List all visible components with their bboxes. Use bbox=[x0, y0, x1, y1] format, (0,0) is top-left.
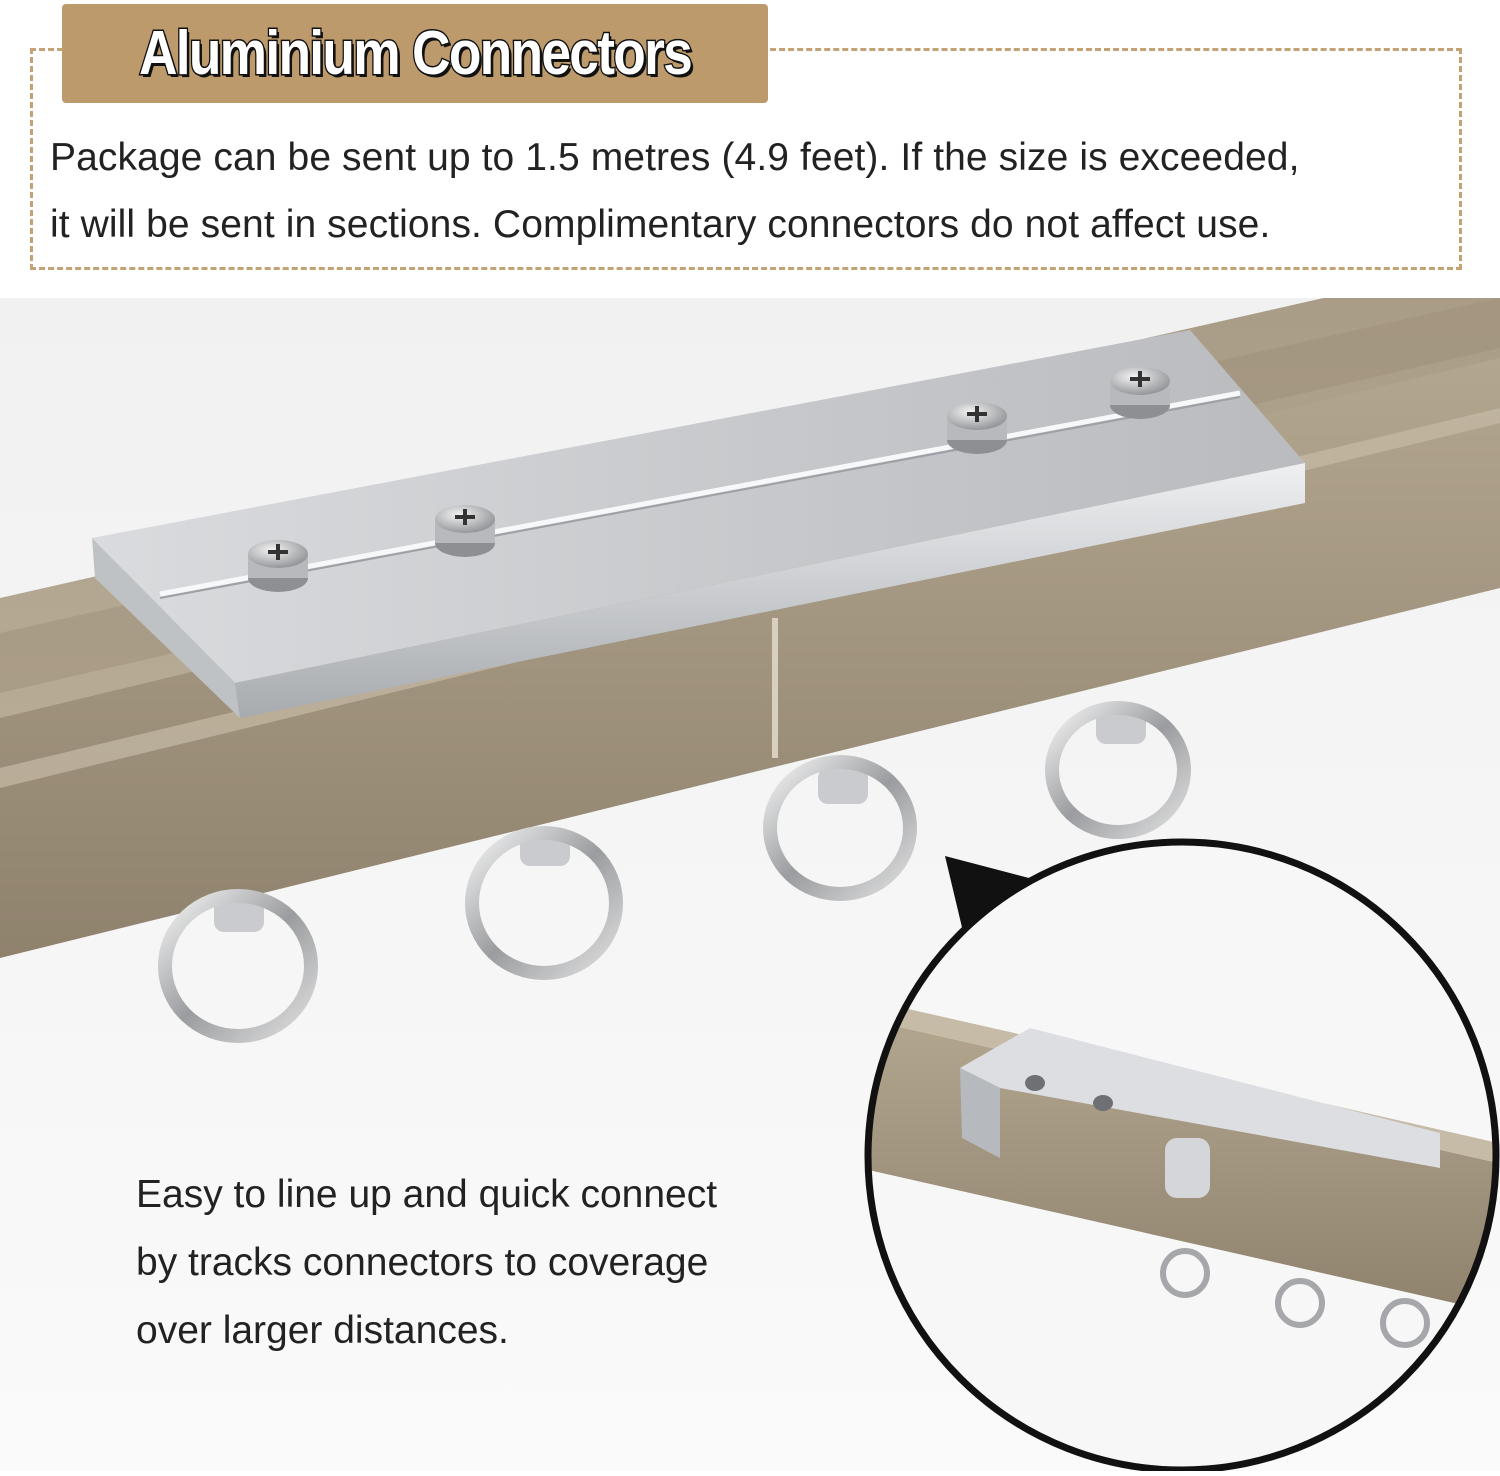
title-tab: Aluminium Connectors bbox=[62, 4, 768, 103]
hook-ring bbox=[465, 826, 623, 980]
screw bbox=[947, 402, 1007, 454]
page-title: Aluminium Connectors bbox=[138, 18, 694, 90]
caption-line-3: over larger distances. bbox=[136, 1309, 509, 1352]
hook-ring bbox=[763, 755, 917, 901]
screw bbox=[1110, 367, 1170, 419]
hook-ring bbox=[1045, 701, 1191, 839]
curtain-track-illustration bbox=[0, 258, 1500, 1474]
hook-ring bbox=[158, 889, 318, 1043]
detail-hook-ring bbox=[1160, 1248, 1210, 1298]
screw bbox=[435, 505, 495, 557]
detail-hook-ring bbox=[1380, 1298, 1430, 1348]
screw bbox=[248, 540, 308, 592]
description-line-1: Package can be sent up to 1.5 metres (4.… bbox=[50, 136, 1300, 179]
product-photo bbox=[0, 258, 1500, 1474]
caption-line-1: Easy to line up and quick connect bbox=[136, 1173, 718, 1216]
detail-zoom-circle bbox=[864, 838, 1500, 1474]
detail-connector bbox=[960, 1028, 1440, 1168]
description-line-2: it will be sent in sections. Complimenta… bbox=[50, 203, 1271, 246]
detail-hook-ring bbox=[1275, 1278, 1325, 1328]
caption-line-2: by tracks connectors to coverage bbox=[136, 1241, 709, 1284]
